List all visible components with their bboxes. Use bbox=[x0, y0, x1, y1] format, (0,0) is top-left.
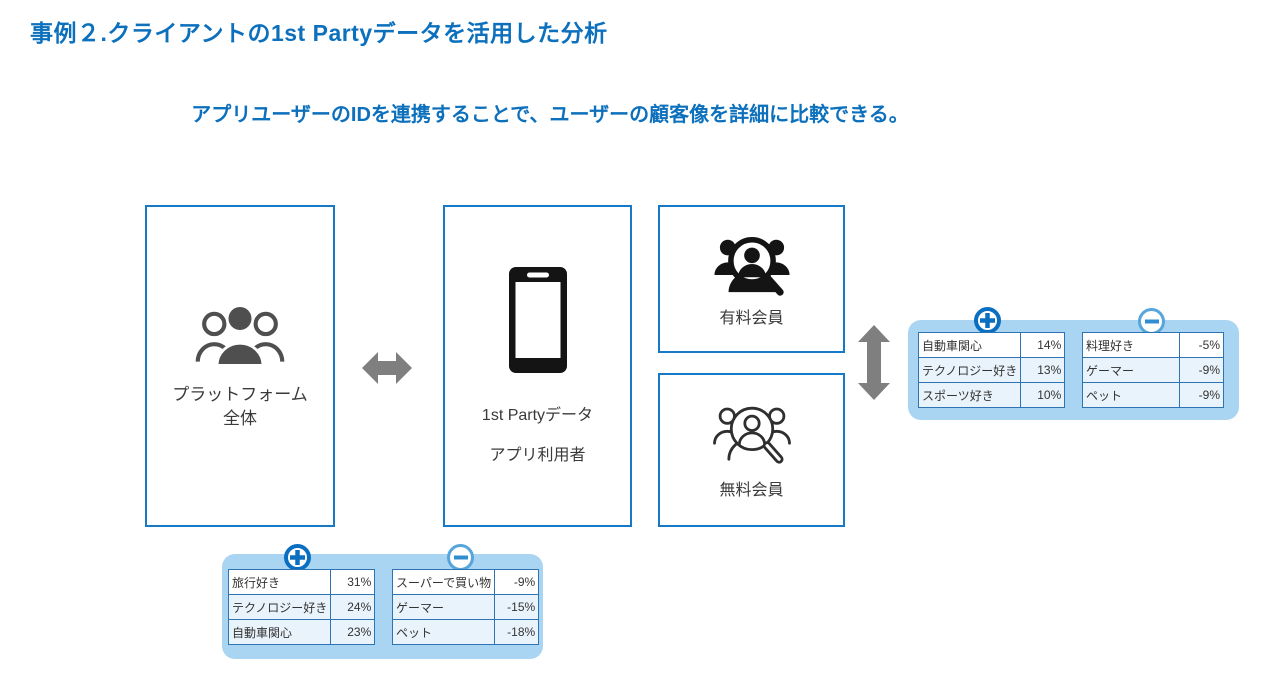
page-title: 事例２.クライアントの1st Partyデータを活用した分析 bbox=[30, 20, 608, 46]
interest-label: ゲーマー bbox=[1082, 357, 1180, 383]
table-row: 旅行好き 31% bbox=[227, 569, 376, 595]
interest-label: 旅行好き bbox=[227, 569, 332, 595]
interest-value: 14% bbox=[1020, 332, 1066, 358]
interest-value: -9% bbox=[1179, 382, 1224, 408]
free-members-label: 無料会員 bbox=[719, 482, 784, 500]
people-magnifier-outline-icon bbox=[712, 407, 791, 464]
double-arrow-up-down-icon bbox=[858, 325, 890, 400]
plus-badge-icon bbox=[284, 544, 311, 571]
interest-value: -9% bbox=[494, 569, 540, 595]
table-row: ゲーマー -9% bbox=[1082, 357, 1224, 383]
first-party-label: 1st Partyデータ bbox=[481, 407, 594, 424]
people-magnifier-filled-icon bbox=[713, 236, 790, 296]
platform-compare-panel: 旅行好き 31% テクノロジー好き 24% 自動車関心 23% スーパーで買い物… bbox=[222, 544, 543, 659]
table-row: 自動車関心 23% bbox=[227, 619, 376, 645]
platform-minus-table: スーパーで買い物 -9% ゲーマー -15% ペット -18% bbox=[391, 569, 540, 645]
interest-label: 自動車関心 bbox=[227, 619, 332, 645]
table-row: テクノロジー好き 24% bbox=[227, 594, 376, 620]
interest-label: 自動車関心 bbox=[917, 332, 1022, 358]
table-row: スーパーで買い物 -9% bbox=[391, 569, 540, 595]
paid-members-box: 有料会員 bbox=[658, 205, 845, 353]
interest-value: -5% bbox=[1179, 332, 1224, 358]
interest-value: -9% bbox=[1179, 357, 1224, 383]
people-group-icon bbox=[195, 304, 285, 367]
member-plus-table: 自動車関心 14% テクノロジー好き 13% スポーツ好き 10% bbox=[917, 332, 1066, 408]
interest-label: ペット bbox=[1082, 382, 1180, 408]
plus-badge-icon bbox=[974, 307, 1001, 334]
interest-value: 31% bbox=[330, 569, 376, 595]
app-user-label: アプリ利用者 bbox=[489, 447, 586, 464]
platform-plus-table: 旅行好き 31% テクノロジー好き 24% 自動車関心 23% bbox=[227, 569, 376, 645]
smartphone-icon bbox=[508, 267, 567, 373]
paid-members-label: 有料会員 bbox=[719, 309, 784, 327]
platform-box: プラットフォーム 全体 bbox=[145, 205, 335, 527]
interest-value: 23% bbox=[330, 619, 376, 645]
interest-label: 料理好き bbox=[1082, 332, 1180, 358]
minus-badge-icon bbox=[1138, 308, 1165, 335]
slide-subtitle: アプリユーザーのIDを連携することで、ユーザーの顧客像を詳細に比較できる。 bbox=[191, 104, 909, 126]
interest-label: ゲーマー bbox=[391, 594, 496, 620]
table-row: ペット -9% bbox=[1082, 382, 1224, 408]
table-row: スポーツ好き 10% bbox=[917, 382, 1066, 408]
interest-value: -15% bbox=[494, 594, 540, 620]
interest-label: テクノロジー好き bbox=[917, 357, 1022, 383]
table-row: ゲーマー -15% bbox=[391, 594, 540, 620]
table-row: 料理好き -5% bbox=[1082, 332, 1224, 358]
free-members-box: 無料会員 bbox=[658, 373, 845, 527]
table-row: 自動車関心 14% bbox=[917, 332, 1066, 358]
platform-box-label: プラットフォーム 全体 bbox=[172, 385, 308, 428]
double-arrow-left-right-icon bbox=[362, 352, 412, 384]
table-row: ペット -18% bbox=[391, 619, 540, 645]
first-party-box: 1st Partyデータ アプリ利用者 bbox=[443, 205, 632, 527]
interest-value: 13% bbox=[1020, 357, 1066, 383]
interest-label: スーパーで買い物 bbox=[391, 569, 496, 595]
interest-value: 10% bbox=[1020, 382, 1066, 408]
interest-label: スポーツ好き bbox=[917, 382, 1022, 408]
interest-label: ペット bbox=[391, 619, 496, 645]
member-compare-panel: 自動車関心 14% テクノロジー好き 13% スポーツ好き 10% 料理好き -… bbox=[908, 307, 1239, 420]
interest-value: 24% bbox=[330, 594, 376, 620]
interest-label: テクノロジー好き bbox=[227, 594, 332, 620]
minus-badge-icon bbox=[447, 544, 474, 571]
table-row: テクノロジー好き 13% bbox=[917, 357, 1066, 383]
interest-value: -18% bbox=[494, 619, 540, 645]
member-minus-table: 料理好き -5% ゲーマー -9% ペット -9% bbox=[1082, 332, 1224, 408]
